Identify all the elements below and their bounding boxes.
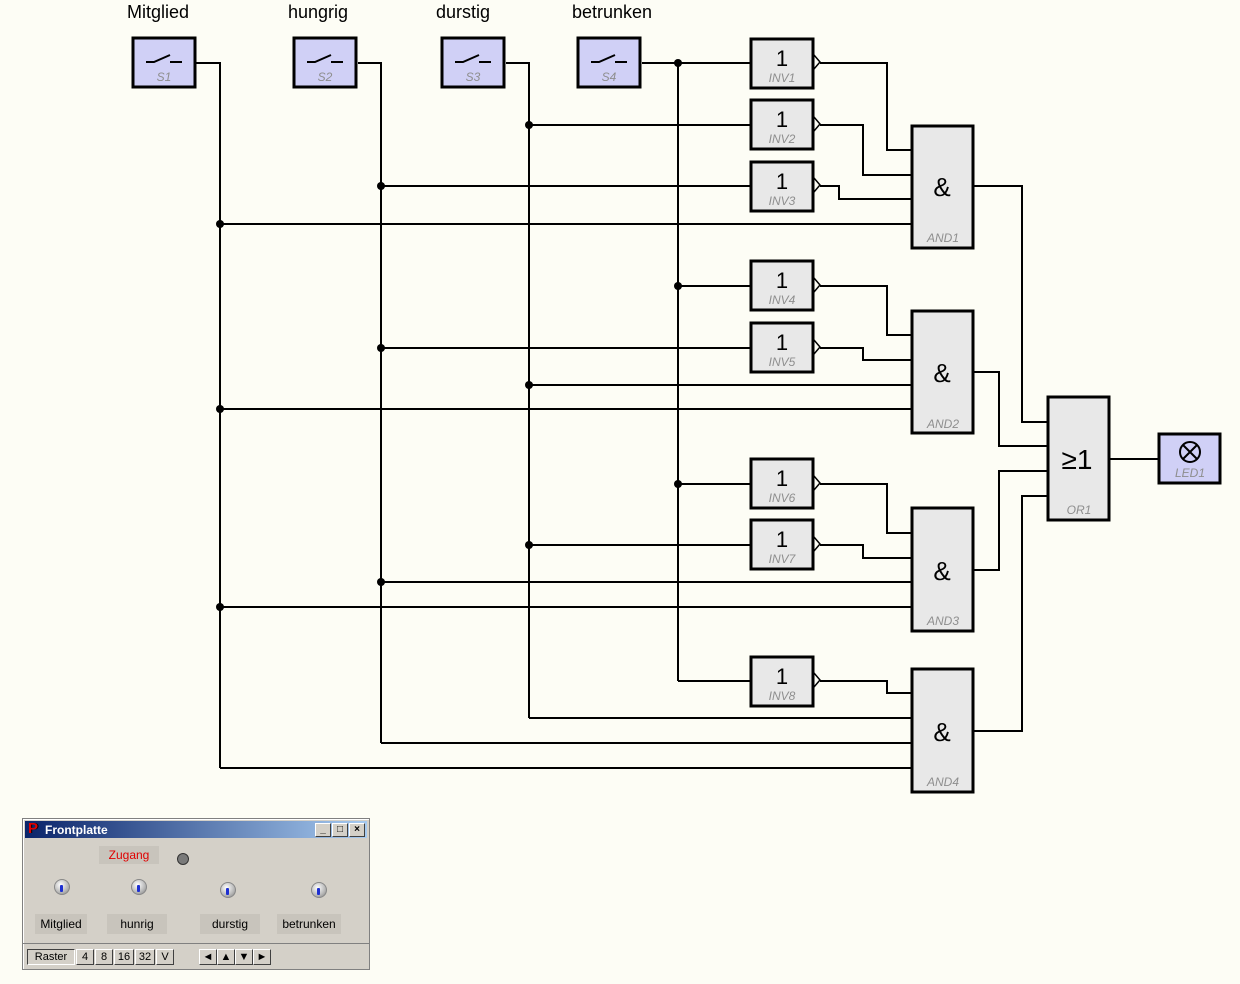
inverter-inv4-label: INV4 xyxy=(769,293,796,307)
toggle-switch-durstig[interactable] xyxy=(220,882,236,898)
lamp-icon xyxy=(1179,441,1201,463)
and-gate-and1[interactable]: & AND1 xyxy=(910,124,975,250)
inverter-inv2[interactable]: 1 INV2 xyxy=(749,98,821,151)
minimize-button[interactable]: _ xyxy=(315,823,331,837)
inverter-inv1-symbol: 1 xyxy=(776,46,788,71)
switch-s3[interactable]: S3 xyxy=(440,36,506,89)
switch-s4[interactable]: S4 xyxy=(576,36,642,89)
button-betrunken[interactable]: betrunken xyxy=(277,914,341,934)
signal-label-betrunken: betrunken xyxy=(572,2,653,22)
and-gate-and4-symbol: & xyxy=(933,717,950,747)
close-button[interactable]: × xyxy=(349,823,365,837)
inverter-inv5-label: INV5 xyxy=(769,355,796,369)
switch-s2[interactable]: S2 xyxy=(292,36,358,89)
inverter-inv5[interactable]: 1 INV5 xyxy=(749,321,821,374)
inverter-inv8[interactable]: 1 INV8 xyxy=(749,655,821,708)
grid-8-button[interactable]: 8 xyxy=(95,949,113,965)
and-gate-and4-label: AND4 xyxy=(926,775,959,789)
or-gate-or1-symbol: ≥1 xyxy=(1062,444,1093,475)
switch-s1-label: S1 xyxy=(157,70,172,84)
button-hunrig[interactable]: hunrig xyxy=(107,914,167,934)
and-gate-and3-label: AND3 xyxy=(926,614,959,628)
inverter-inv6-label: INV6 xyxy=(769,491,796,505)
and-gate-and2[interactable]: & AND2 xyxy=(910,309,975,435)
inverter-inv3-label: INV3 xyxy=(769,194,796,208)
button-mitglied[interactable]: Mitglied xyxy=(35,914,87,934)
toggle-switch-hunrig[interactable] xyxy=(131,879,147,895)
and-gate-and3-symbol: & xyxy=(933,556,950,586)
frontplatte-window[interactable]: P Frontplatte _ □ × Zugang Mitglied hunr… xyxy=(22,818,370,970)
frontplatte-titlebar[interactable]: P Frontplatte _ □ × xyxy=(25,821,367,838)
switch-s2-label: S2 xyxy=(318,70,333,84)
raster-button[interactable]: Raster xyxy=(27,949,75,965)
and-gate-and2-symbol: & xyxy=(933,358,950,388)
inverter-inv2-symbol: 1 xyxy=(776,107,788,132)
move-up-button[interactable]: ▲ xyxy=(217,949,235,965)
inverter-inv3[interactable]: 1 INV3 xyxy=(749,160,821,213)
status-label-zugang: Zugang xyxy=(99,846,159,864)
switch-s4-label: S4 xyxy=(602,70,617,84)
and-gate-and3[interactable]: & AND3 xyxy=(910,506,975,633)
inverter-inv1[interactable]: 1 INV1 xyxy=(749,37,821,90)
and-gate-and2-label: AND2 xyxy=(926,417,959,431)
inverter-inv8-symbol: 1 xyxy=(776,664,788,689)
frontplatte-title: Frontplatte xyxy=(45,823,108,837)
inverter-inv4-symbol: 1 xyxy=(776,268,788,293)
inverter-inv4[interactable]: 1 INV4 xyxy=(749,259,821,312)
app-logo-icon: P xyxy=(28,820,39,837)
move-right-button[interactable]: ► xyxy=(253,949,271,965)
led-led1[interactable]: LED1 xyxy=(1157,432,1222,485)
inverter-inv7[interactable]: 1 INV7 xyxy=(749,518,821,571)
toolbar-divider xyxy=(23,943,369,944)
toggle-switch-mitglied[interactable] xyxy=(54,879,70,895)
wire-junctions xyxy=(216,59,682,611)
inverter-inv6-symbol: 1 xyxy=(776,466,788,491)
maximize-button[interactable]: □ xyxy=(332,823,348,837)
inverter-inv5-symbol: 1 xyxy=(776,330,788,355)
move-left-button[interactable]: ◄ xyxy=(199,949,217,965)
v-button[interactable]: V xyxy=(156,949,174,965)
move-down-button[interactable]: ▼ xyxy=(235,949,253,965)
signal-label-mitglied: Mitglied xyxy=(127,2,190,22)
switch-s3-label: S3 xyxy=(466,70,481,84)
toggle-switch-betrunken[interactable] xyxy=(311,882,327,898)
inverter-inv8-label: INV8 xyxy=(769,689,796,703)
inverter-inv7-label: INV7 xyxy=(769,552,797,566)
grid-4-button[interactable]: 4 xyxy=(76,949,94,965)
button-durstig[interactable]: durstig xyxy=(200,914,260,934)
inverter-inv2-label: INV2 xyxy=(769,132,796,146)
inverter-inv7-symbol: 1 xyxy=(776,527,788,552)
status-lamp-icon xyxy=(177,853,189,865)
or-gate-or1-label: OR1 xyxy=(1067,503,1092,517)
and-gate-and1-symbol: & xyxy=(933,172,950,202)
grid-32-button[interactable]: 32 xyxy=(135,949,155,965)
and-gate-and1-label: AND1 xyxy=(926,231,959,245)
inverter-inv3-symbol: 1 xyxy=(776,169,788,194)
and-gate-and4[interactable]: & AND4 xyxy=(910,667,975,794)
signal-label-hungrig: hungrig xyxy=(288,2,349,22)
frontplatte-toolbar: Raster 4 8 16 32 V ◄ ▲ ▼ ► xyxy=(25,947,367,967)
wires xyxy=(196,62,1159,769)
grid-16-button[interactable]: 16 xyxy=(114,949,134,965)
signal-label-durstig: durstig xyxy=(436,2,491,22)
switch-s1[interactable]: S1 xyxy=(131,36,197,89)
inverter-inv1-label: INV1 xyxy=(769,71,796,85)
or-gate-or1[interactable]: ≥1 OR1 xyxy=(1046,395,1111,522)
inverter-inv6[interactable]: 1 INV6 xyxy=(749,457,821,510)
led-led1-label: LED1 xyxy=(1175,466,1205,480)
